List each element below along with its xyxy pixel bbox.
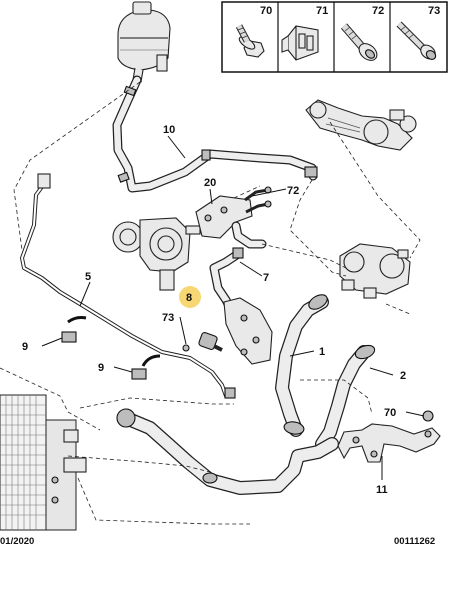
callout-7: 7 xyxy=(263,272,269,284)
legend-box: 70 71 72 73 xyxy=(221,1,448,73)
hose-lower xyxy=(116,408,339,495)
callout-11: 11 xyxy=(376,484,388,496)
radiator xyxy=(0,394,87,531)
clip-9-center xyxy=(131,354,161,380)
callout-8-highlight xyxy=(179,286,201,308)
callout-20: 20 xyxy=(204,177,216,189)
bolt-70 xyxy=(422,410,434,422)
turbo-assembly xyxy=(112,217,201,291)
clip-9-left xyxy=(61,316,87,343)
callout-5: 5 xyxy=(85,271,91,283)
callouts: 10 20 72 7 5 9 9 73 1 2 70 11 8 xyxy=(22,124,406,496)
water-outlet-housing xyxy=(339,243,411,299)
hose-1 xyxy=(275,294,329,437)
callout-1: 1 xyxy=(319,346,325,358)
bracket-20 xyxy=(195,186,272,239)
callout-2: 2 xyxy=(400,370,406,382)
stud-bolt-icon xyxy=(396,21,437,60)
callout-9-center: 9 xyxy=(98,362,104,374)
bolt-icon xyxy=(340,23,378,61)
hose-10 xyxy=(112,75,318,193)
callout-9-left: 9 xyxy=(22,341,28,353)
callout-8: 8 xyxy=(186,292,192,304)
egr-bracket xyxy=(223,297,273,365)
footer-code: 00111262 xyxy=(394,536,435,547)
callout-73: 73 xyxy=(162,312,174,324)
sensor-8 xyxy=(182,331,223,352)
clip-icon xyxy=(281,25,319,61)
callout-70: 70 xyxy=(384,407,396,419)
hose-2 xyxy=(315,344,376,451)
legend-ref-71: 71 xyxy=(316,5,328,17)
bolt-flange-icon xyxy=(235,24,265,58)
bracket-11 xyxy=(337,423,441,463)
legend-ref-70: 70 xyxy=(260,5,272,17)
thermostat-housing xyxy=(305,99,417,151)
legend-ref-72: 72 xyxy=(372,5,384,17)
connection-lines xyxy=(0,81,421,525)
expansion-tank xyxy=(117,1,171,83)
callout-72: 72 xyxy=(287,185,299,197)
pipe-5 xyxy=(20,173,236,399)
legend-ref-73: 73 xyxy=(428,5,440,17)
footer-date: 01/2020 xyxy=(0,536,34,547)
callout-10: 10 xyxy=(163,124,175,136)
leader-lines xyxy=(41,135,425,480)
